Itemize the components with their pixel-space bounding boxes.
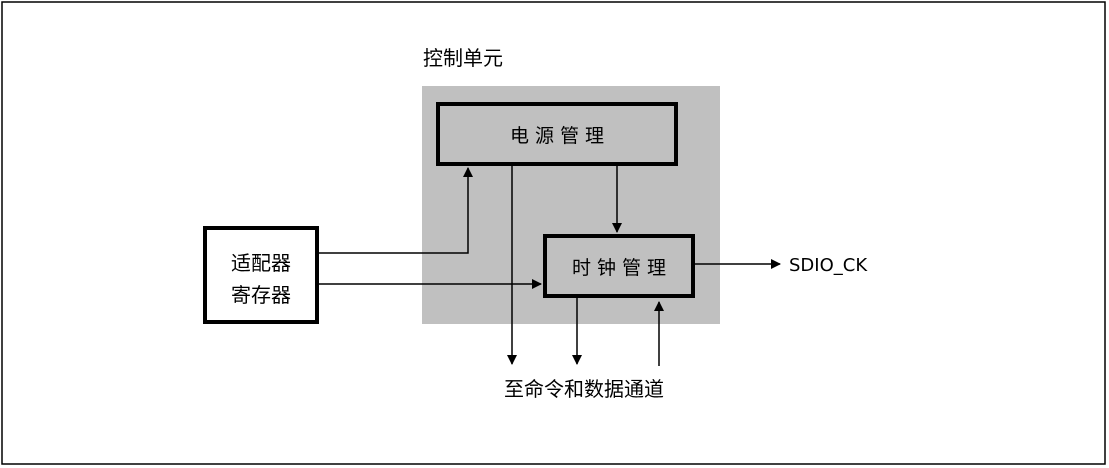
data-path-label: 至命令和数据通道 [504,377,664,401]
power-management-label: 电 源 管 理 [510,125,604,147]
clock-management-label: 时 钟 管 理 [572,257,666,279]
power-management-box [436,102,678,166]
clock-management-box [543,234,695,298]
sdio-ck-label: SDIO_CK [789,255,868,276]
adapter-register-box [203,226,319,324]
adapter-register-label-line2: 寄存器 [231,283,291,307]
arrow-adapter-to-power [318,167,473,254]
adapter-register-label-line1: 适配器 [231,251,291,275]
control-unit-title: 控制单元 [423,46,503,70]
